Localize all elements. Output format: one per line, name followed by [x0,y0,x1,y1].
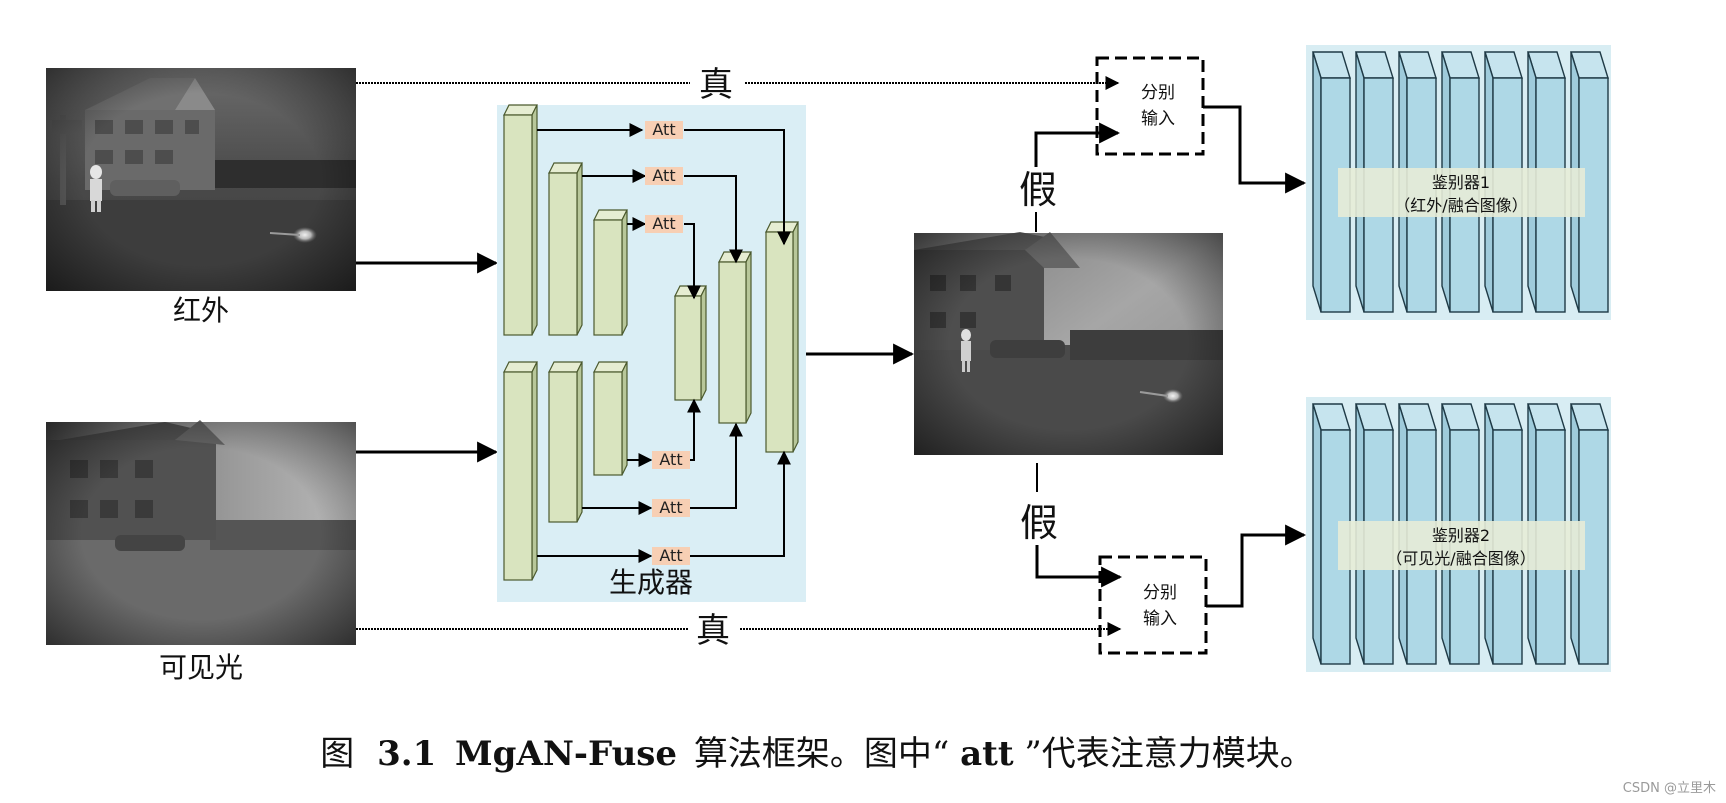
encoder-block [548,162,583,336]
discriminator-1-name: 鉴别器1 [1432,173,1490,192]
svg-text:Att: Att [652,120,675,139]
discriminator-2-name: 鉴别器2 [1432,526,1490,545]
encoder-block [503,361,538,581]
split-input-box-top: 分别 输入 [1095,56,1205,156]
generator-label: 生成器 [609,566,693,599]
encoder-block [593,209,628,336]
encoder-block [593,361,628,476]
discriminator-2: 鉴别器2 （可见光/融合图像） [1306,397,1611,672]
att-module: Att [645,214,683,233]
split-to-disc2-arrow [1206,524,1307,608]
infrared-label: 红外 [173,294,229,327]
watermark: CSDN @立里木 [1623,781,1716,796]
att-module: Att [652,450,690,469]
att-module: Att [645,120,683,139]
discriminator-1: 鉴别器1 （红外/融合图像） [1306,45,1611,320]
att-module: Att [652,546,690,565]
fake-label-bottom: 假 [1020,501,1058,545]
fake-path-bottom [1035,463,1123,588]
figure-caption: 图 3.1 MgAN-Fuse 算法框架。图中“ att ”代表注意力模块。 [320,734,1313,774]
svg-text:输入: 输入 [1141,109,1175,129]
decoder-block [718,251,752,424]
svg-text:Att: Att [652,214,675,233]
fused-image [914,232,1223,455]
svg-text:Att: Att [659,498,682,517]
encoder-block [548,361,583,523]
split-input-box-bottom: 分别 输入 [1098,555,1208,655]
real-label-bottom: 真 [696,611,730,651]
svg-text:Att: Att [659,546,682,565]
svg-text:输入: 输入 [1143,609,1177,629]
encoder-block [503,104,538,336]
discriminator-2-sub: （可见光/融合图像） [1386,549,1535,568]
real-label-top: 真 [699,65,733,105]
att-module: Att [645,166,683,185]
decoder-block [765,221,799,453]
svg-text:分别: 分别 [1141,83,1175,103]
att-module: Att [652,498,690,517]
split-to-disc1-arrow [1203,105,1307,194]
svg-text:分别: 分别 [1143,583,1177,603]
fake-label-top: 假 [1019,168,1057,212]
visible-label: 可见光 [159,651,243,684]
discriminator-1-sub: （红外/融合图像） [1394,196,1527,215]
svg-text:Att: Att [652,166,675,185]
fake-path-top [1034,122,1121,232]
svg-text:Att: Att [659,450,682,469]
infrared-image [46,68,356,291]
visible-image [46,420,356,645]
generator: Att Att Att Att Att Att 生成器 [497,104,806,602]
decoder-block [674,285,707,401]
